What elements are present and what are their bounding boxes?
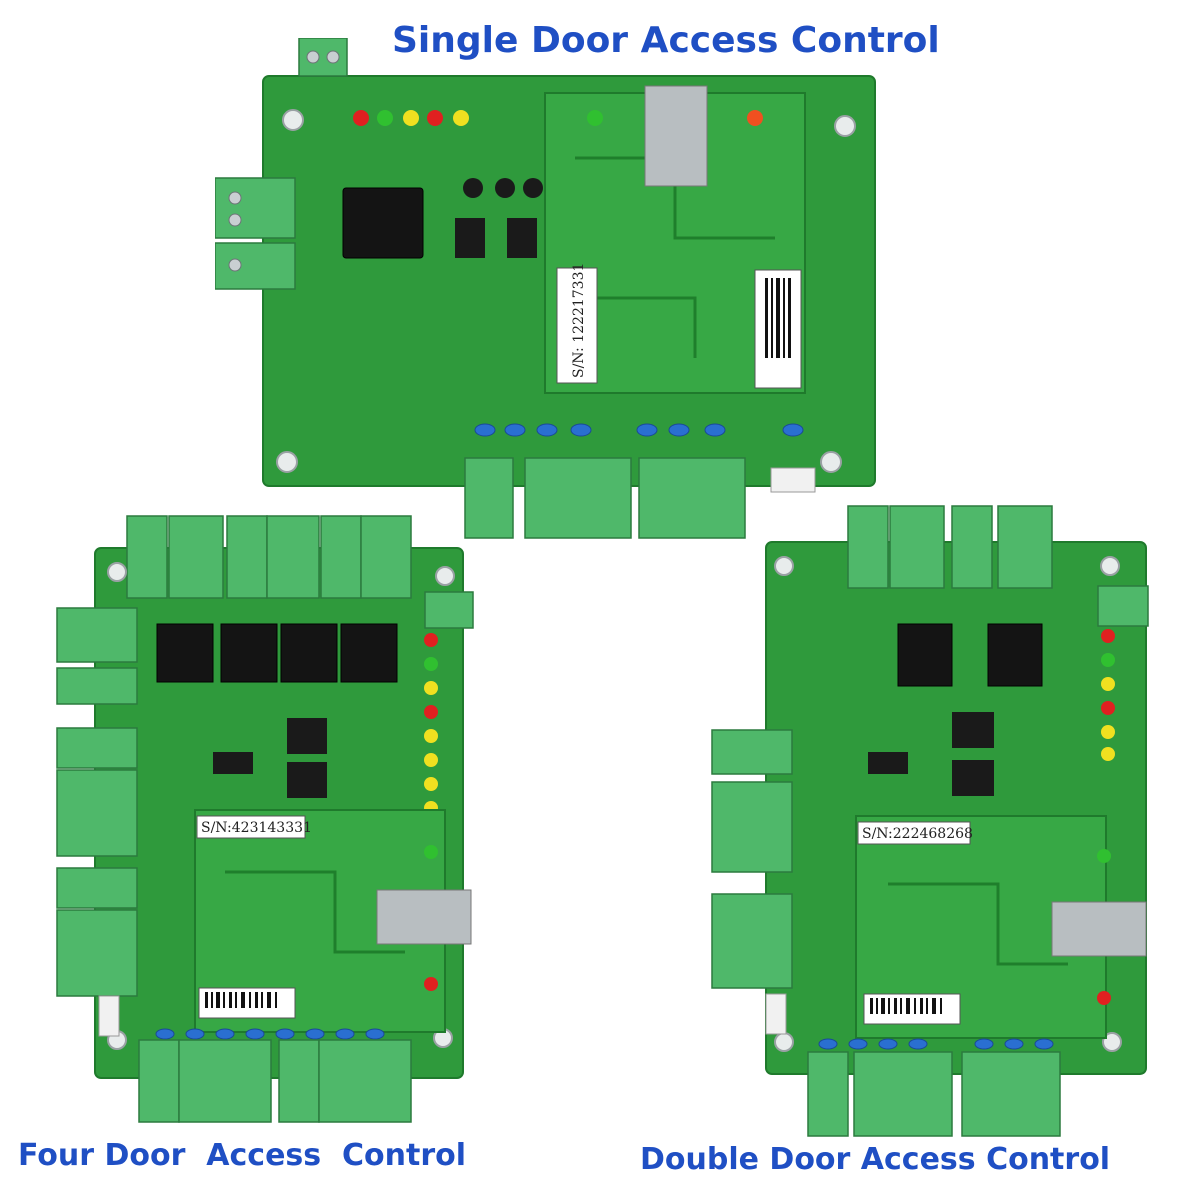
four-serial-label: S/N:423143331 <box>201 820 312 836</box>
single-serial-label: S/N: 122217331 <box>571 263 587 378</box>
capacitor-row <box>818 1038 1054 1050</box>
caption-four-door: Four Door Access Control <box>18 1138 467 1173</box>
double-door-board: S/N:222468268 <box>711 505 1149 1137</box>
status-leds <box>1101 629 1115 761</box>
single-barcode <box>765 278 791 358</box>
four-barcode <box>205 992 277 1008</box>
capacitor-row <box>155 1028 385 1040</box>
caption-double-door: Double Door Access Control <box>640 1142 1111 1177</box>
status-leds <box>353 110 469 126</box>
caption-single-door: Single Door Access Control <box>392 20 940 61</box>
single-door-board: S/N: 122217331 <box>215 38 876 539</box>
double-serial-label: S/N:222468268 <box>862 826 973 842</box>
capacitor-row <box>474 423 804 437</box>
four-door-board: S/N:423143331 <box>56 515 474 1123</box>
status-leds <box>424 633 438 815</box>
double-barcode <box>870 998 942 1014</box>
